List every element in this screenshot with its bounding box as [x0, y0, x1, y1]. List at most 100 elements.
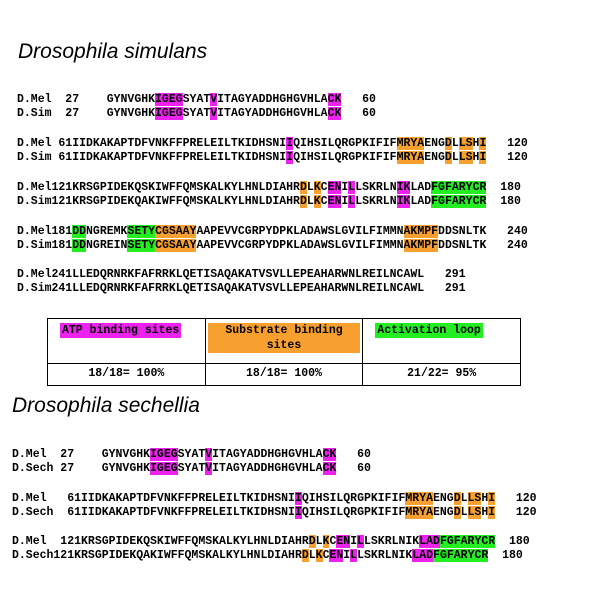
sequence-text: 180 — [486, 195, 521, 208]
sequence-text: ITAGYADDHGHGVHLA — [212, 462, 323, 475]
sequence-text: D.Sim121KRSGPIDEKQAKIWFFQMSKALKYLHNLDIAH… — [17, 195, 300, 208]
legend-value-substrate: 18/18= 100% — [204, 363, 364, 386]
sequence-text: D.Mel 61IIDKAKAPTDFVNKFFPRELEILTKIDHSNI — [17, 137, 287, 150]
highlighted-residues: DD — [72, 239, 87, 252]
highlighted-residues: ARYCR — [451, 181, 487, 194]
highlighted-residues: DD — [72, 225, 87, 238]
highlighted-residues: EN — [327, 181, 342, 194]
highlighted-residues: D — [299, 195, 307, 208]
highlighted-residues: L — [350, 549, 358, 562]
sequence-text: I — [350, 535, 358, 548]
legend-cell-atp: ATP binding sites — [47, 318, 206, 364]
sequence-text: SYAT — [182, 93, 211, 106]
sequence-text: 120 — [495, 506, 537, 519]
highlighted-residues: I — [286, 137, 294, 150]
highlighted-residues: K — [315, 549, 323, 562]
highlighted-residues: LAD — [419, 535, 440, 548]
highlighted-residues: CK — [322, 462, 337, 475]
sequence-text: D.Sim181 — [17, 239, 73, 252]
alignment-line: D.Sim241LLEDQRNRKFAFRRKLQETISAQAKATVSVLL… — [17, 282, 466, 295]
highlighted-residues: LS — [467, 506, 482, 519]
sequence-text: D.Sech 61IIDKAKAPTDFVNKFFPRELEILTKIDHSNI — [12, 506, 295, 519]
highlighted-residues: D — [444, 137, 452, 150]
highlighted-residues: D — [444, 151, 452, 164]
sequence-text: ENG — [433, 492, 454, 505]
sequence-text: QIHSILQRGPKIFIF — [293, 137, 397, 150]
highlighted-residues: I — [294, 506, 302, 519]
alignment-line: D.Mel 121KRSGPIDEKQSKIWFFQMSKALKYLHNLDIA… — [12, 535, 530, 548]
highlighted-residues: L — [357, 535, 364, 548]
alignment-line: D.Sim 61IIDKAKAPTDFVNKFFPRELEILTKIDHSNII… — [17, 151, 528, 164]
highlighted-residues: AKMPF — [403, 225, 439, 238]
highlighted-residues: IGEG — [155, 93, 183, 106]
sequence-text: L — [460, 492, 468, 505]
legend-label-atp: ATP binding sites — [60, 323, 182, 338]
alignment-line: D.Mel 27 GYNVGHKIGEGSYATVITAGYADDHGHGVHL… — [17, 93, 376, 106]
sequence-text: I — [341, 195, 349, 208]
sequence-text: H — [472, 151, 480, 164]
highlighted-residues: IGEG — [150, 448, 178, 461]
legend-cell-substrate: Substrate binding sites — [204, 318, 364, 364]
highlighted-residues: IK — [396, 195, 411, 208]
highlighted-residues: I — [479, 151, 487, 164]
sequence-text: H — [481, 506, 489, 519]
highlighted-residues: FGF — [431, 195, 452, 208]
highlighted-residues: IGEG — [150, 462, 178, 475]
sequence-text: LAD — [410, 181, 432, 194]
alignment-line: D.Mel 61IIDKAKAPTDFVNKFFPRELEILTKIDHSNII… — [17, 137, 528, 150]
alignment-line: D.Sim121KRSGPIDEKQAKIWFFQMSKALKYLHNLDIAH… — [17, 195, 521, 208]
alignment-line: D.Mel 27 GYNVGHKIGEGSYATVITAGYADDHGHGVHL… — [12, 448, 371, 461]
legend-value-atp: 18/18= 100% — [47, 363, 206, 386]
highlighted-residues: ARYCR — [460, 535, 496, 548]
sequence-text: LSKRLNIK — [357, 549, 413, 562]
sequence-text: L — [460, 506, 468, 519]
highlighted-residues: CK — [322, 448, 337, 461]
sequence-text: D.Mel121KRSGPIDEKQSKIWFFQMSKALKYLHNLDIAH… — [17, 181, 300, 194]
sequence-text: D.Mel 61IIDKAKAPTDFVNKFFPRELEILTKIDHSNI — [12, 492, 295, 505]
highlighted-residues: I — [479, 137, 487, 150]
conservation-legend-table: ATP binding sites Substrate binding site… — [47, 318, 521, 386]
highlighted-residues: I — [294, 492, 302, 505]
legend-label-substrate: Substrate binding sites — [207, 323, 361, 353]
sequence-text: I — [343, 549, 351, 562]
highlighted-residues: SETY — [127, 239, 156, 252]
sequence-text: 180 — [488, 549, 523, 562]
highlighted-residues: LS — [458, 151, 473, 164]
sequence-text: D.Mel 27 GYNVGHK — [17, 93, 156, 106]
sequence-text: LSKRLNIK — [364, 535, 420, 548]
sequence-text: ITAGYADDHGHGVHLA — [217, 107, 328, 120]
legend-value-activation: 21/22= 95% — [362, 363, 521, 386]
sequence-text: SYAT — [182, 107, 211, 120]
alignment-line: D.Mel181DDNGREMKSETYCGSAAYAAPEVVCGRPYDPK… — [17, 225, 528, 238]
alignment-line: D.Mel241LLEDQRNRKFAFRRKLQETISAQAKATVSVLL… — [17, 268, 466, 281]
sequence-text: D.Sim 61IIDKAKAPTDFVNKFFPRELEILTKIDHSNI — [17, 151, 287, 164]
sequence-text: D.Mel181 — [17, 225, 73, 238]
alignment-line: D.Mel121KRSGPIDEKQSKIWFFQMSKALKYLHNLDIAH… — [17, 181, 521, 194]
sequence-text: D.Sim 27 GYNVGHK — [17, 107, 156, 120]
sequence-text: D.Mel241LLEDQRNRKFAFRRKLQETISAQAKATVSVLL… — [17, 268, 466, 281]
sequence-text: 180 — [486, 181, 521, 194]
sequence-text: LSKRLN — [355, 195, 397, 208]
alignment-line: D.Sim 27 GYNVGHKIGEGSYATVITAGYADDHGHGVHL… — [17, 107, 376, 120]
sequence-text: 120 — [495, 492, 537, 505]
alignment-line: D.Sech 61IIDKAKAPTDFVNKFFPRELEILTKIDHSNI… — [12, 506, 537, 519]
highlighted-residues: I — [286, 151, 294, 164]
highlighted-residues: V — [210, 93, 218, 106]
sequence-text: D.Sech121KRSGPIDEKQAKIWFFQMSKALKYLHNLDIA… — [12, 549, 302, 562]
highlighted-residues: L — [348, 195, 356, 208]
sequence-text: SYAT — [177, 462, 206, 475]
highlighted-residues: K — [313, 195, 321, 208]
highlighted-residues: D — [308, 535, 316, 548]
sequence-text: NGREMK — [86, 225, 128, 238]
alignment-line: D.Sech121KRSGPIDEKQAKIWFFQMSKALKYLHNLDIA… — [12, 549, 523, 562]
highlighted-residues: IGEG — [155, 107, 183, 120]
highlighted-residues: D — [301, 549, 309, 562]
highlighted-residues: EN — [327, 195, 342, 208]
sequence-text: L — [451, 137, 459, 150]
highlighted-residues: CGSAAY — [155, 239, 197, 252]
section-title: Drosophila simulans — [18, 40, 208, 63]
highlighted-residues: EN — [336, 535, 351, 548]
sequence-text: ENG — [433, 506, 454, 519]
sequence-text: L — [451, 151, 459, 164]
highlighted-residues: V — [205, 448, 213, 461]
